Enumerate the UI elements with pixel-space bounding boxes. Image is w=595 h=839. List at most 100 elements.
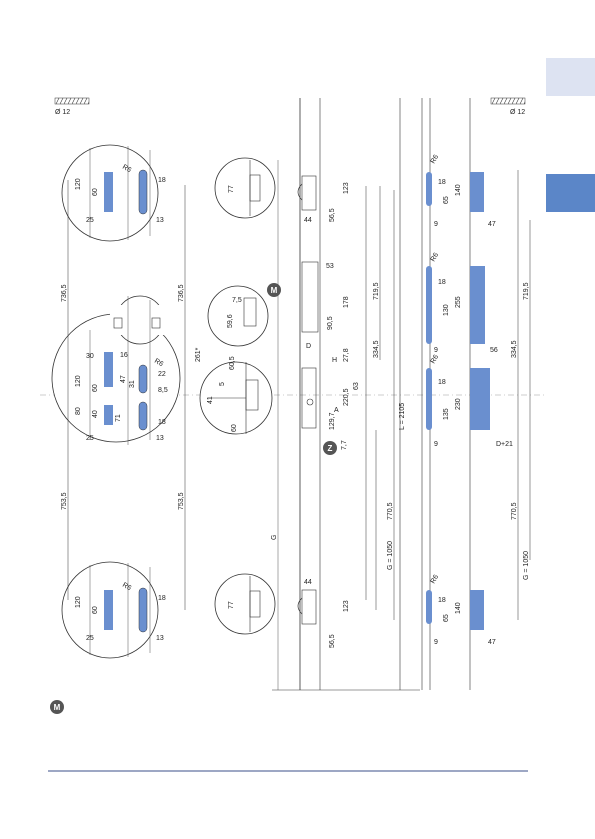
- svg-text:D: D: [306, 343, 311, 350]
- svg-text:18: 18: [438, 279, 446, 286]
- svg-text:220,5: 220,5: [343, 388, 350, 406]
- svg-text:60: 60: [92, 384, 99, 392]
- svg-text:30: 30: [86, 353, 94, 360]
- svg-text:56,5: 56,5: [329, 208, 336, 222]
- detail-circle-top: 120 60 25 R6 18 13: [61, 144, 166, 242]
- svg-text:D+21: D+21: [496, 441, 513, 448]
- small-circle-middle: 41 5 60,5 60: [199, 356, 273, 435]
- blue-block-2: [470, 266, 485, 344]
- right-profile: 719,5 334,5 770,5 G = 1050: [469, 98, 531, 690]
- svg-text:9: 9: [434, 639, 438, 646]
- svg-text:M: M: [54, 703, 61, 712]
- detail-circle-bottom: 120 60 25 R6 18 13: [61, 561, 166, 659]
- hatch-legend-right: Ø 12: [490, 97, 525, 116]
- blue-slot-rounded: [138, 169, 148, 215]
- svg-text:18: 18: [158, 595, 166, 602]
- svg-text:16: 16: [120, 352, 128, 359]
- svg-text:R6: R6: [430, 354, 441, 365]
- svg-text:R6: R6: [153, 358, 164, 369]
- blue-block-4: [470, 590, 484, 630]
- svg-text:13: 13: [156, 435, 164, 442]
- svg-text:R6: R6: [430, 154, 441, 165]
- svg-text:135: 135: [443, 408, 450, 420]
- svg-text:120: 120: [75, 596, 82, 608]
- svg-text:120: 120: [75, 375, 82, 387]
- svg-text:90,5: 90,5: [327, 316, 334, 330]
- svg-text:R6: R6: [430, 252, 441, 263]
- svg-text:77: 77: [228, 185, 235, 193]
- svg-text:65: 65: [443, 614, 450, 622]
- detail-circle-middle: 30 120 60 80 40 25 16 47 31 71 R6 22 8,5…: [51, 295, 181, 445]
- svg-text:130: 130: [443, 304, 450, 316]
- small-circle-top: 77: [214, 157, 276, 219]
- svg-text:770,5: 770,5: [387, 502, 394, 520]
- svg-text:140: 140: [455, 184, 462, 196]
- svg-text:53: 53: [326, 263, 334, 270]
- svg-text:334,5: 334,5: [373, 340, 380, 358]
- svg-text:71: 71: [115, 414, 122, 422]
- svg-text:123: 123: [343, 600, 350, 612]
- svg-text:7,5: 7,5: [232, 297, 242, 304]
- svg-text:13: 13: [156, 217, 164, 224]
- svg-text:8,5: 8,5: [158, 387, 168, 394]
- svg-text:41: 41: [207, 396, 214, 404]
- svg-text:40: 40: [92, 410, 99, 418]
- svg-text:M: M: [271, 286, 278, 295]
- blue-block-1: [470, 172, 484, 212]
- section-tab-active[interactable]: [546, 174, 595, 212]
- svg-text:A: A: [334, 407, 339, 414]
- svg-text:334,5: 334,5: [511, 340, 518, 358]
- svg-text:G: G: [271, 535, 278, 540]
- svg-text:18: 18: [438, 597, 446, 604]
- svg-text:178: 178: [343, 296, 350, 308]
- svg-text:G = 1050: G = 1050: [387, 541, 394, 570]
- svg-text:47: 47: [120, 375, 127, 383]
- svg-text:Ø 12: Ø 12: [510, 109, 525, 116]
- svg-text:L = 2105: L = 2105: [399, 403, 406, 430]
- marker-z: Z: [323, 441, 337, 455]
- svg-text:R6: R6: [121, 582, 132, 593]
- svg-text:9: 9: [434, 441, 438, 448]
- svg-text:25: 25: [86, 435, 94, 442]
- svg-text:770,5: 770,5: [511, 502, 518, 520]
- svg-text:230: 230: [455, 398, 462, 410]
- svg-text:Z: Z: [328, 444, 333, 453]
- svg-text:9: 9: [434, 221, 438, 228]
- svg-text:18: 18: [158, 177, 166, 184]
- svg-text:60: 60: [231, 424, 238, 432]
- svg-text:255: 255: [455, 296, 462, 308]
- svg-text:13: 13: [156, 635, 164, 642]
- svg-text:736,5: 736,5: [178, 284, 185, 302]
- svg-text:G = 1050: G = 1050: [523, 551, 530, 580]
- svg-text:44: 44: [304, 217, 312, 224]
- svg-text:Ø 12: Ø 12: [55, 109, 70, 116]
- svg-text:80: 80: [75, 407, 82, 415]
- svg-text:261*: 261*: [195, 347, 202, 362]
- svg-text:120: 120: [75, 178, 82, 190]
- svg-text:65: 65: [443, 196, 450, 204]
- svg-text:22: 22: [158, 371, 166, 378]
- svg-text:7,7: 7,7: [341, 440, 348, 450]
- blue-slot: [104, 172, 113, 212]
- svg-text:736,5: 736,5: [61, 284, 68, 302]
- svg-text:47: 47: [488, 639, 496, 646]
- svg-text:60,5: 60,5: [229, 356, 236, 370]
- svg-text:59,6: 59,6: [227, 314, 234, 328]
- left-dimension-lines: 736,5 753,5 736,5 753,5: [61, 180, 186, 610]
- legend-marker-m: M: [50, 700, 64, 714]
- svg-text:140: 140: [455, 602, 462, 614]
- svg-text:18: 18: [158, 419, 166, 426]
- svg-text:R6: R6: [430, 574, 441, 585]
- section-tab-inactive[interactable]: [546, 58, 595, 96]
- strip-profile: R6 18 65 140 9 47 R6 18 130 255 9 56 R6 …: [421, 98, 513, 690]
- svg-text:27,8: 27,8: [343, 348, 350, 362]
- svg-text:47: 47: [488, 221, 496, 228]
- svg-text:R6: R6: [121, 164, 132, 175]
- svg-text:18: 18: [438, 379, 446, 386]
- svg-text:719,5: 719,5: [373, 282, 380, 300]
- svg-text:77: 77: [228, 601, 235, 609]
- svg-text:60: 60: [92, 188, 99, 196]
- svg-text:719,5: 719,5: [523, 282, 530, 300]
- svg-text:25: 25: [86, 635, 94, 642]
